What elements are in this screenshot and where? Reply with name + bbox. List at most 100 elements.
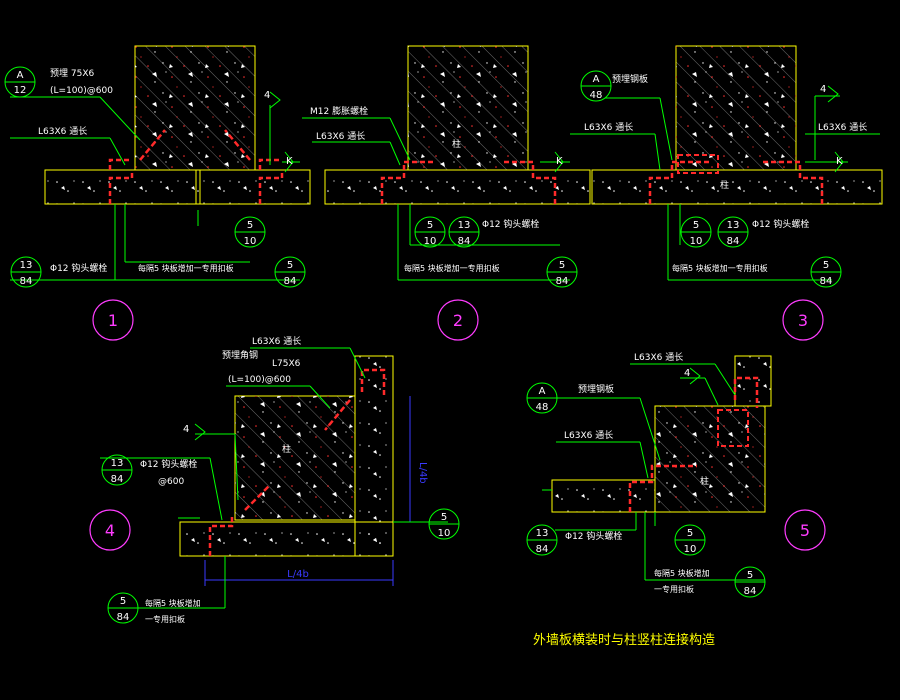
embed-note: 预埋钢板 bbox=[612, 73, 648, 85]
svg-text:84: 84 bbox=[284, 276, 297, 287]
wall-slab bbox=[44, 169, 311, 205]
angle-steel bbox=[648, 160, 712, 204]
svg-text:84: 84 bbox=[117, 612, 130, 623]
detail-number-circle: 1 bbox=[92, 299, 134, 341]
column-label: 柱 bbox=[452, 138, 461, 150]
ref-circle-5-10: 5 10 bbox=[234, 216, 266, 248]
angle-steel bbox=[733, 376, 759, 408]
bolt-note: Φ12 钩头螺栓 bbox=[482, 218, 539, 230]
svg-text:84: 84 bbox=[536, 544, 549, 555]
ref-circle-5-10: 5 10 bbox=[414, 216, 446, 248]
svg-text:12: 12 bbox=[14, 85, 27, 96]
ref-circle-5-84: 5 84 bbox=[274, 256, 306, 288]
svg-text:84: 84 bbox=[458, 236, 471, 247]
column-label: 柱 bbox=[700, 475, 709, 487]
svg-text:10: 10 bbox=[438, 528, 451, 539]
dimensions bbox=[204, 396, 411, 586]
column-label: 柱 bbox=[720, 179, 729, 191]
ref-circle-5-10: 5 10 bbox=[428, 508, 460, 540]
angle-steel bbox=[208, 514, 234, 556]
angle-steel bbox=[628, 464, 697, 512]
embed-angle bbox=[244, 399, 351, 511]
embed-note: (L=100)@600 bbox=[228, 375, 291, 385]
angle-steel bbox=[258, 158, 284, 204]
svg-text:10: 10 bbox=[244, 236, 257, 247]
svg-text:5: 5 bbox=[247, 220, 253, 231]
weld-symbol: 4 bbox=[183, 424, 189, 435]
column-speckle bbox=[655, 406, 765, 512]
weld-symbol: 4 bbox=[264, 90, 270, 101]
svg-text:84: 84 bbox=[820, 276, 833, 287]
svg-text:5: 5 bbox=[800, 521, 810, 540]
svg-text:84: 84 bbox=[744, 586, 757, 597]
ref-circle-5-10: 5 10 bbox=[674, 524, 706, 556]
embed-plate bbox=[677, 154, 719, 174]
detail-3: 4 K 柱 预埋钢板 L63X6 通长 L63X6 通长 Φ12 钩头螺栓 每隔… bbox=[570, 45, 883, 341]
svg-text:48: 48 bbox=[536, 402, 549, 413]
leaders bbox=[570, 85, 880, 281]
angle-steel bbox=[380, 160, 434, 204]
embed-note: L75X6 bbox=[272, 359, 301, 369]
svg-text:4: 4 bbox=[105, 521, 115, 540]
svg-text:10: 10 bbox=[684, 544, 697, 555]
ref-circle-13-84: 13 84 bbox=[448, 216, 480, 248]
svg-text:84: 84 bbox=[20, 276, 33, 287]
ref-circle-13-84: 13 84 bbox=[10, 256, 42, 288]
detail-4: L/4b L/4b 4 柱 L63X6 通长 预埋角钢 L75X6 (L=100… bbox=[89, 335, 460, 624]
svg-text:5: 5 bbox=[427, 220, 433, 231]
detail-5: 4 柱 L63X6 通长 预埋钢板 L63X6 通长 Φ12 钩头螺栓 每隔5 … bbox=[526, 351, 826, 598]
wall-slab-vertical bbox=[734, 355, 772, 407]
spacing-note: 一专用扣板 bbox=[654, 584, 694, 594]
svg-text:84: 84 bbox=[556, 276, 569, 287]
spacing-note: 一专用扣板 bbox=[145, 614, 185, 624]
column-speckle bbox=[135, 46, 255, 170]
ref-circle-5-10: 5 10 bbox=[680, 216, 712, 248]
ref-circle-5-84: 5 84 bbox=[810, 256, 842, 288]
ref-circle-5-84: 5 84 bbox=[546, 256, 578, 288]
angle-note: L63X6 通长 bbox=[634, 351, 683, 363]
wall-slab bbox=[324, 169, 591, 205]
weld-symbol: K bbox=[556, 156, 563, 167]
svg-text:10: 10 bbox=[690, 236, 703, 247]
spacing-note: 每隔5 块板增加一专用扣板 bbox=[672, 263, 768, 273]
spacing-note: 每隔5 块板增加 bbox=[145, 598, 201, 608]
svg-text:5: 5 bbox=[693, 220, 699, 231]
angle-steel bbox=[503, 160, 557, 204]
svg-text:A: A bbox=[17, 70, 24, 81]
leaders bbox=[302, 117, 570, 281]
svg-text:13: 13 bbox=[20, 260, 33, 271]
svg-text:13: 13 bbox=[727, 220, 740, 231]
angle-note: L63X6 通长 bbox=[38, 125, 87, 137]
dimension-label: L/4b bbox=[287, 569, 309, 580]
weld-symbol: K bbox=[836, 156, 843, 167]
spacing-note: 每隔5 块板增加 bbox=[654, 568, 710, 578]
embed-plate bbox=[717, 409, 749, 447]
detail-number-circle: 5 bbox=[784, 509, 826, 551]
detail-2: K 柱 M12 膨胀螺栓 L63X6 通长 Φ12 钩头螺栓 每隔5 块板增加一… bbox=[302, 45, 591, 341]
bolt-spacing: @600 bbox=[158, 477, 184, 487]
column-label: 柱 bbox=[282, 443, 291, 455]
ref-circle-a48: A 48 bbox=[580, 70, 612, 102]
embed-note: 预埋钢板 bbox=[578, 383, 614, 395]
spacing-note: 每隔5 块板增加一专用扣板 bbox=[138, 263, 234, 273]
detail-1: 4 K 预埋 75X6 (L=100)@600 L63X6 通长 Φ12 钩头螺… bbox=[4, 45, 311, 341]
svg-text:5: 5 bbox=[287, 260, 293, 271]
embed-note: 预埋角钢 bbox=[222, 349, 258, 361]
svg-text:5: 5 bbox=[687, 528, 693, 539]
leaders bbox=[542, 363, 765, 581]
bolt-note: Φ12 钩头螺栓 bbox=[50, 262, 107, 274]
detail-number-circle: 3 bbox=[782, 299, 824, 341]
svg-text:A: A bbox=[593, 74, 600, 85]
ref-circle-5-84: 5 84 bbox=[734, 566, 766, 598]
ref-circle-13-84: 13 84 bbox=[101, 454, 133, 486]
angle-note: L63X6 通长 bbox=[584, 121, 633, 133]
embed-angle bbox=[139, 129, 251, 161]
svg-text:48: 48 bbox=[590, 90, 603, 101]
angle-steel bbox=[108, 158, 134, 204]
angle-note: L63X6 通长 bbox=[564, 429, 613, 441]
svg-text:5: 5 bbox=[120, 596, 126, 607]
angle-note: L63X6 通长 bbox=[316, 130, 365, 142]
embed-note: (L=100)@600 bbox=[50, 86, 113, 96]
leaders bbox=[10, 91, 300, 281]
